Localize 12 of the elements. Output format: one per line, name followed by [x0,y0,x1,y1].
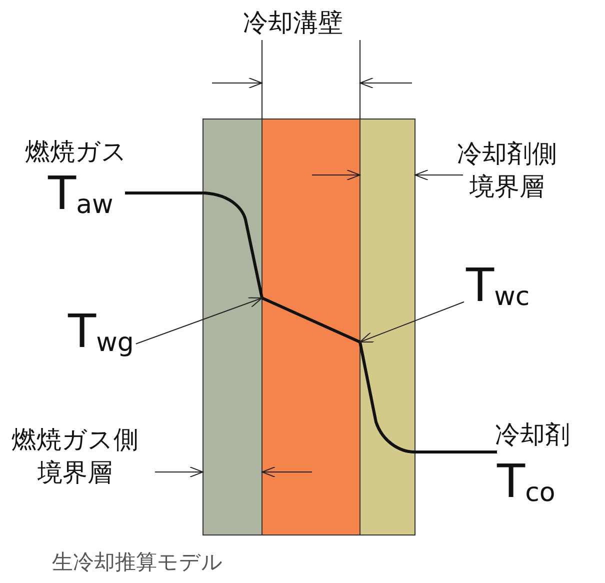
leader-line [360,301,464,342]
boundary-layer-label: 燃焼ガス側境界層 [10,424,140,488]
temperature-symbol: T$_{wg}$ [68,308,134,356]
gas-label: 燃焼ガス [25,137,127,167]
leader-line [135,297,262,344]
boundary-layer-label: 冷却剤側境界層 [456,138,558,202]
temperature-symbol: T$_{co}$ [497,458,556,506]
wall-label: 冷却溝壁 [243,8,343,38]
temperature-symbol: T$_{wc}$ [466,262,530,310]
coolant-label: 冷却剤 [495,420,570,450]
temperature-symbol: T$_{aw}$ [48,170,114,218]
caption: 生冷却推算モデル [52,550,223,576]
